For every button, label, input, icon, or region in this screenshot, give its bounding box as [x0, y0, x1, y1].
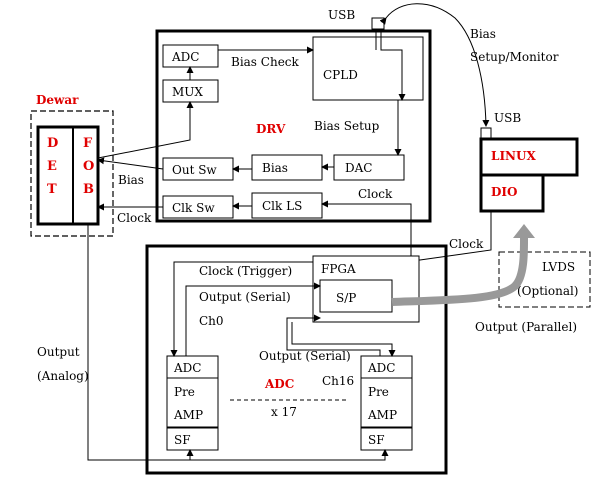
output-analog-line2: (Analog) [37, 369, 89, 383]
sp-block [319, 279, 393, 313]
pre-right-label: Pre [368, 385, 389, 399]
usb-right-connector [480, 127, 492, 139]
usb-top-label: USB [328, 8, 355, 22]
fob-letter-f: F [83, 136, 93, 151]
dio-block [479, 173, 545, 213]
adc-board [145, 244, 448, 475]
bias-setup-monitor-line2: Setup/Monitor [470, 50, 559, 64]
outsw-to-fob-line [97, 157, 164, 170]
clock-trigger-label: Clock (Trigger) [199, 264, 292, 278]
amp-right-label: AMP [367, 408, 397, 422]
drv-label: DRV [256, 122, 286, 136]
det-letter-e: E [47, 159, 57, 174]
usb-top-connector [371, 17, 385, 30]
det-letter-d: D [47, 136, 58, 151]
sp-label: S/P [336, 291, 356, 305]
clock-right-label: Clock [449, 237, 484, 251]
usb-bias-monitor-link [379, 3, 490, 127]
output-parallel-label: Output (Parallel) [475, 320, 577, 334]
sf-left-label: SF [174, 433, 191, 447]
output-serial-2-label: Output (Serial) [259, 349, 351, 363]
clk-ls-label: Clk LS [262, 199, 302, 213]
analog-output-line [87, 224, 389, 461]
adc-top-label: ADC [171, 50, 199, 64]
preamp-right-block [360, 377, 413, 428]
det-fob-block [36, 125, 100, 226]
output-serial-ch0-line [185, 282, 321, 356]
out-sw-label: Out Sw [172, 163, 217, 177]
lvds-box [498, 251, 591, 308]
bias-setup-label: Bias Setup [314, 119, 380, 133]
pre-left-label: Pre [174, 385, 195, 399]
clock-trigger-line [170, 261, 313, 357]
clk-sw-label: Clk Sw [172, 201, 215, 215]
x17-label: x 17 [271, 405, 297, 419]
dewar-enclosure [30, 110, 114, 237]
bias-setup-monitor-line1: Bias [470, 27, 496, 41]
cpld-label: CPLD [323, 68, 358, 82]
dio-clock-line [411, 211, 492, 261]
bias-check-label: Bias Check [231, 55, 300, 69]
output-serial-ch16-line [286, 314, 381, 356]
dio-label: DIO [491, 185, 517, 199]
sf-right-label: SF [368, 433, 385, 447]
clock-into-clkls-line [321, 200, 412, 260]
lvds-label: LVDS [542, 260, 575, 274]
preamp-left-block [166, 377, 219, 428]
adc-left-label: ADC [173, 361, 201, 375]
adc-right-label: ADC [367, 361, 395, 375]
usb-right-label: USB [494, 111, 521, 125]
mux-label: MUX [172, 85, 203, 99]
linux-label: LINUX [491, 149, 536, 163]
clock-drv-label: Clock [358, 187, 393, 201]
fob-letter-o: O [83, 159, 94, 174]
fob-letter-b: B [83, 182, 94, 197]
lvds-optional-label: (Optional) [517, 284, 579, 298]
output-serial-1-label: Output (Serial) [199, 290, 291, 304]
bias-left-label: Bias [118, 173, 144, 187]
det-letter-t: T [47, 182, 57, 197]
ch16-label: Ch16 [322, 374, 354, 388]
amp-left-label: AMP [173, 408, 203, 422]
fpga-label: FPGA [321, 262, 356, 276]
output-analog-line1: Output [37, 345, 80, 359]
adc-center-label: ADC [264, 377, 294, 391]
ch0-label: Ch0 [199, 314, 224, 328]
parallel-output-arrow [391, 224, 536, 306]
clock-left-label: Clock [117, 211, 152, 225]
fob-to-mux-line [97, 101, 194, 159]
dewar-label: Dewar [36, 93, 79, 107]
clock-to-ch16-line [291, 322, 396, 357]
bias-block-label: Bias [262, 161, 288, 175]
dac-label: DAC [345, 161, 372, 175]
